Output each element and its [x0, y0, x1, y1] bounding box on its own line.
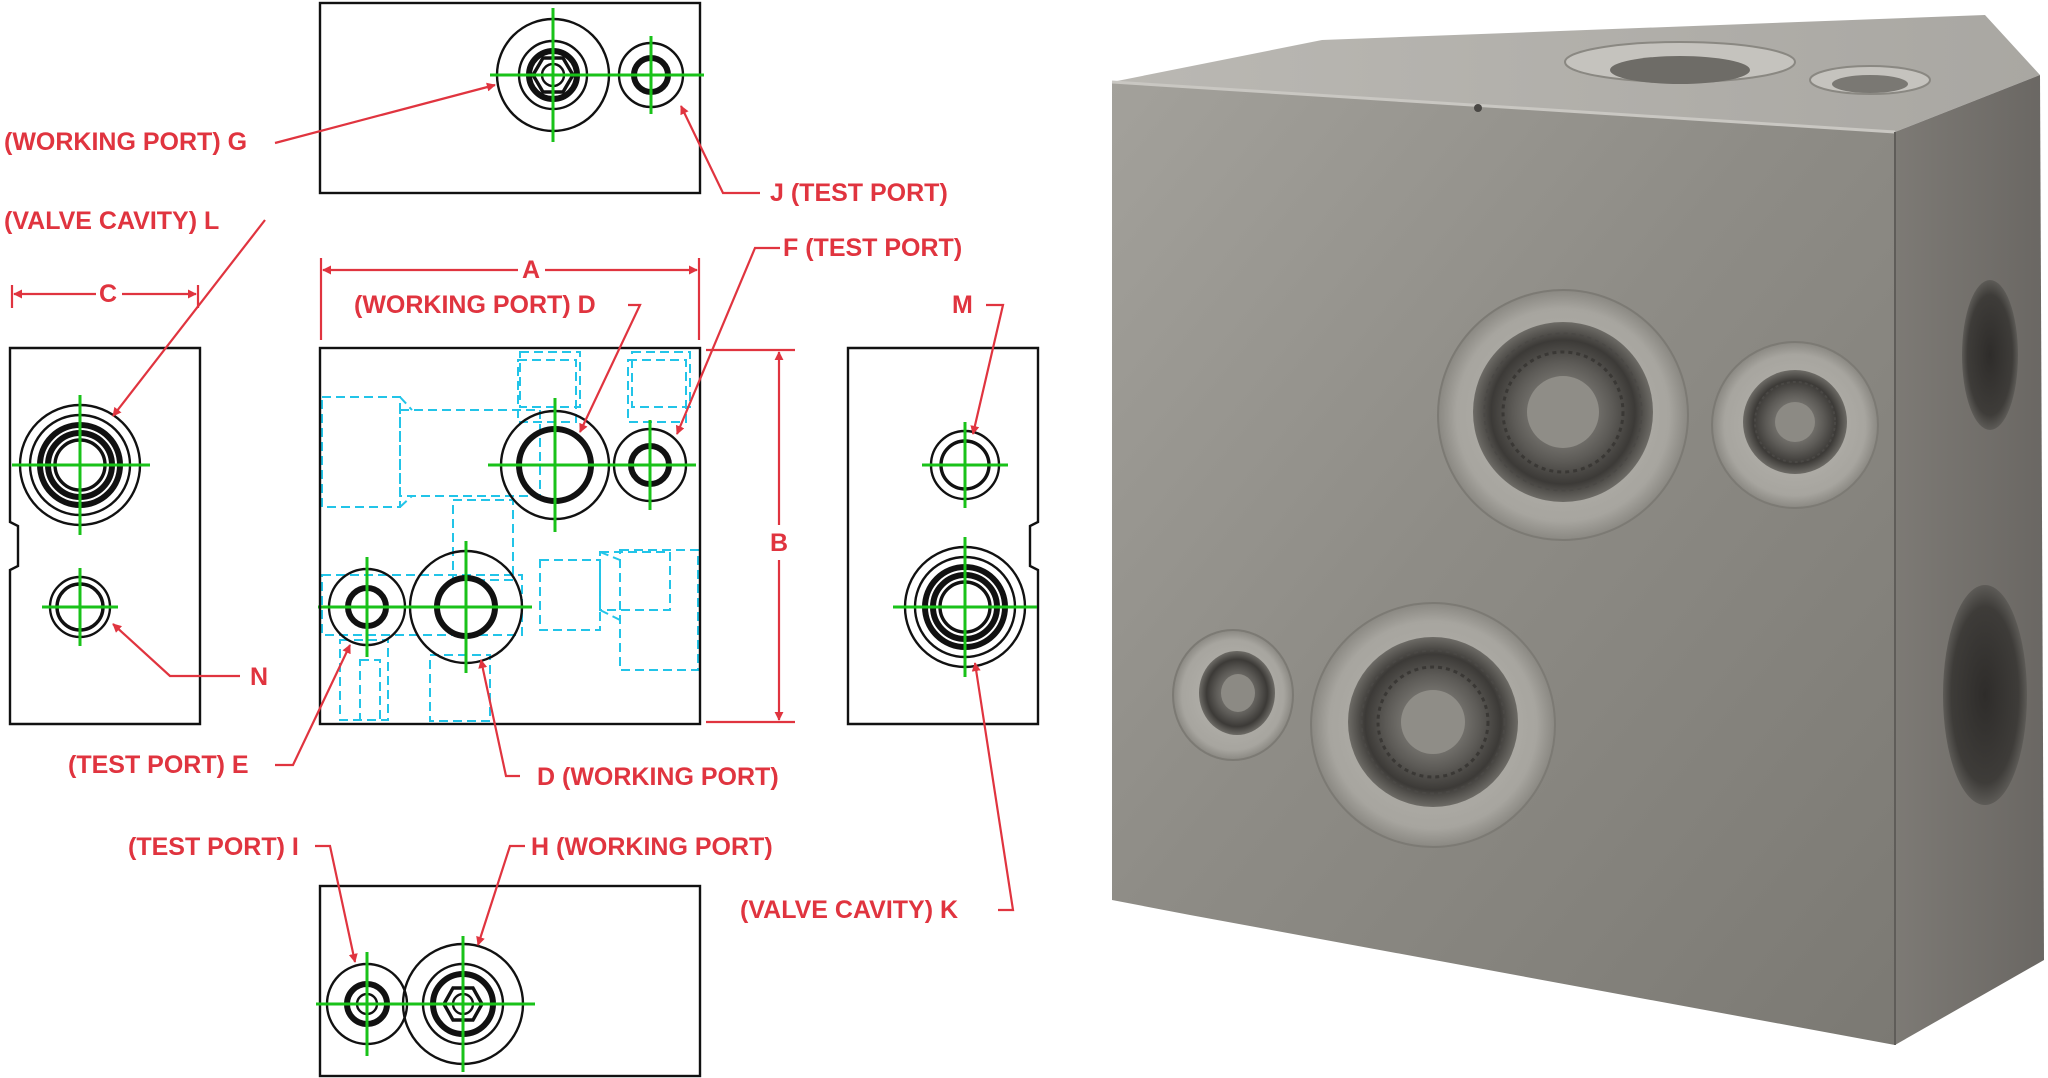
block-side-face — [1895, 75, 2044, 1045]
leader-m — [970, 303, 1005, 435]
dimension-c: C — [10, 280, 200, 308]
right-view-outline — [846, 346, 1040, 726]
bottom-view-outline — [318, 884, 702, 1078]
port-d-lower-symbol — [400, 541, 532, 673]
port-f-symbol — [604, 420, 696, 510]
right-view — [846, 346, 1040, 726]
leader-d-top — [579, 303, 642, 433]
port-m-symbol — [922, 422, 1008, 508]
leader-d-bottom — [478, 659, 520, 778]
label-working-port-d-bottom: D (WORKING PORT) — [537, 763, 779, 791]
front-view-outline — [318, 346, 702, 726]
leader-h — [476, 844, 525, 946]
label-working-port-g: (WORKING PORT) G — [4, 128, 247, 156]
dimension-c-label: C — [99, 280, 117, 308]
leader-e — [275, 644, 351, 767]
dimension-a: A — [319, 256, 701, 340]
port-g-top-symbol — [490, 8, 616, 142]
label-working-port-h: H (WORKING PORT) — [531, 833, 773, 861]
label-test-port-e: (TEST PORT) E — [68, 751, 249, 779]
hidden-passages — [321, 351, 699, 722]
label-valve-cavity-k: (VALVE CAVITY) K — [740, 896, 958, 924]
leader-i — [315, 844, 358, 963]
label-m: M — [952, 291, 973, 319]
left-view — [8, 346, 202, 726]
port-n-symbol — [42, 568, 118, 646]
leader-k — [971, 662, 1015, 912]
label-test-port-f: F (TEST PORT) — [783, 234, 962, 262]
port-j-top-symbol — [614, 36, 704, 114]
manifold-block-photo — [1111, 15, 2044, 1045]
leader-n — [112, 623, 240, 678]
label-valve-cavity-l: (VALVE CAVITY) L — [4, 207, 219, 235]
label-n: N — [250, 663, 268, 691]
leader-f — [675, 246, 780, 435]
label-test-port-j: J (TEST PORT) — [770, 179, 948, 207]
side-port-upper — [1962, 280, 2018, 430]
top-view — [318, 1, 704, 195]
block-front-face — [1112, 82, 1895, 1045]
front-view — [318, 346, 702, 726]
label-working-port-d-top: (WORKING PORT) D — [354, 291, 596, 319]
port-d-upper-symbol — [488, 398, 622, 532]
top-view-outline — [318, 1, 702, 195]
port-k-symbol — [893, 537, 1037, 677]
left-view-outline — [8, 346, 202, 726]
bottom-view — [316, 884, 702, 1078]
dimension-a-label: A — [522, 256, 540, 284]
leader-l — [112, 219, 266, 417]
label-test-port-i: (TEST PORT) I — [128, 833, 299, 861]
leader-j — [680, 105, 760, 195]
leader-g — [274, 82, 496, 145]
side-port-lower — [1943, 585, 2027, 805]
dimension-b: B — [706, 348, 795, 724]
port-l-symbol — [12, 395, 150, 535]
dimension-b-label: B — [770, 529, 788, 557]
port-h-symbol — [395, 936, 535, 1072]
small-pin-hole — [1474, 104, 1482, 112]
